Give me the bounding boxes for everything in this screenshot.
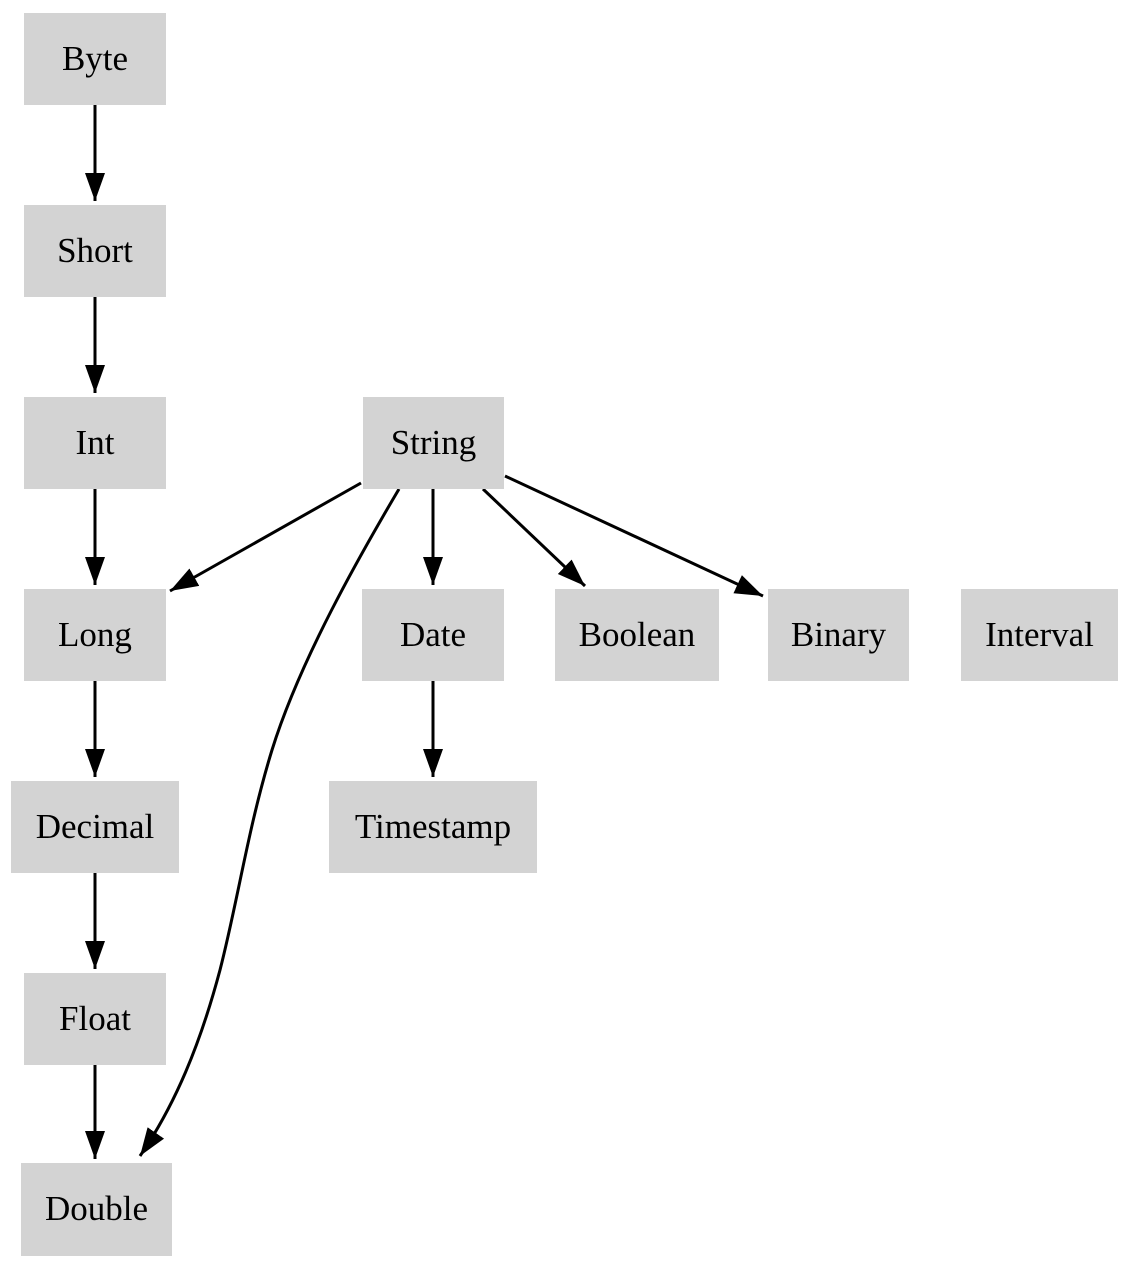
node-int: Int	[24, 397, 166, 489]
node-interval: Interval	[961, 589, 1118, 681]
node-short: Short	[24, 205, 166, 297]
node-date: Date	[362, 589, 504, 681]
node-byte: Byte	[24, 13, 166, 105]
node-double: Double	[21, 1163, 172, 1256]
edge-string-boolean	[481, 487, 587, 588]
node-float-label: Float	[59, 998, 131, 1038]
node-short-label: Short	[57, 230, 133, 270]
edge-string-double	[138, 488, 401, 1157]
node-date-label: Date	[399, 614, 467, 654]
node-long-label: Long	[58, 614, 132, 654]
node-binary: Binary	[768, 589, 909, 681]
node-binary-label: Binary	[790, 614, 887, 654]
node-byte-label: Byte	[61, 38, 129, 78]
node-string-label: String	[390, 422, 477, 462]
node-decimal-label: Decimal	[35, 806, 155, 846]
edge-string-long	[169, 481, 362, 593]
node-double-label: Double	[44, 1189, 149, 1228]
node-interval-label: Interval	[985, 614, 1094, 654]
edge-string-binary	[504, 474, 764, 598]
node-long: Long	[24, 589, 166, 681]
node-boolean: Boolean	[555, 589, 719, 681]
node-decimal: Decimal	[11, 781, 179, 873]
node-boolean-label: Boolean	[578, 614, 696, 654]
node-float: Float	[24, 973, 166, 1065]
node-string: String	[363, 397, 504, 489]
node-timestamp-label: Timestamp	[354, 806, 512, 846]
node-timestamp: Timestamp	[329, 781, 537, 873]
node-int-label: Int	[75, 422, 115, 462]
